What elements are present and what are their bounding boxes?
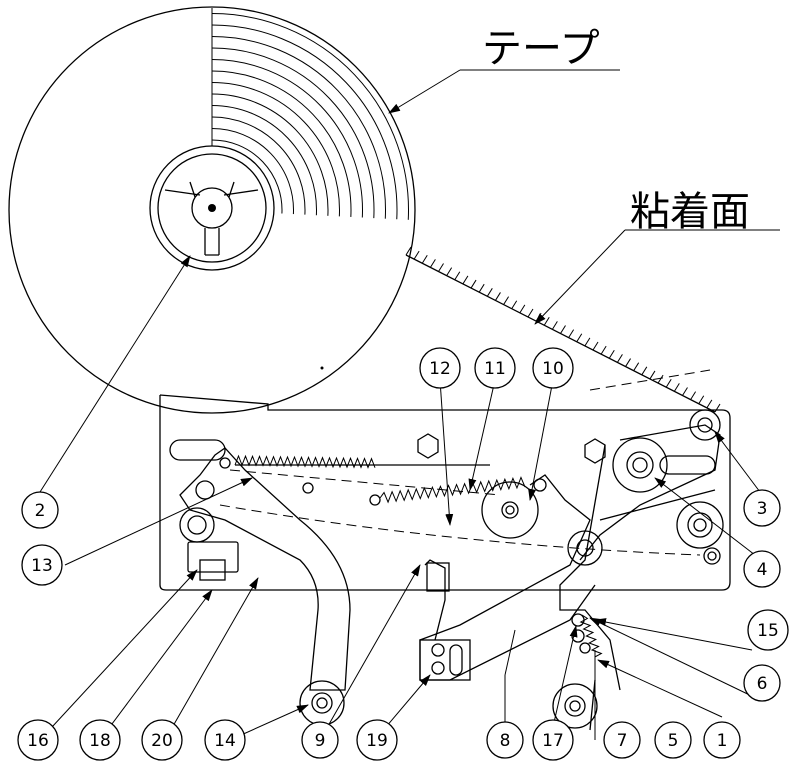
balloon-19: 19	[356, 719, 398, 761]
balloon-13: 13	[21, 544, 63, 586]
balloon-15: 15	[747, 609, 789, 651]
label-tape: テープ	[482, 26, 600, 72]
tension-spring	[369, 476, 526, 506]
cutter-blade	[234, 454, 490, 469]
balloon-label: 4	[757, 560, 768, 580]
balloon-label: 6	[757, 674, 768, 694]
balloon-7: 7	[603, 721, 641, 759]
balloon-5: 5	[654, 721, 692, 759]
balloon-label: 14	[214, 731, 236, 751]
balloon-label: 18	[89, 731, 111, 751]
balloon-9: 9	[301, 721, 339, 759]
adhesive-surface	[405, 246, 721, 413]
balloon-label: 3	[757, 499, 768, 519]
balloon-14: 14	[204, 719, 246, 761]
right-mechanism	[552, 409, 724, 731]
balloon-label: 16	[27, 731, 49, 751]
base-plate	[159, 394, 731, 591]
balloon-label: 8	[500, 731, 511, 751]
balloon-label: 10	[542, 359, 564, 379]
tape-roll	[8, 6, 416, 414]
label-adhesive-surface: 粘着面	[630, 189, 750, 235]
balloon-18: 18	[79, 719, 121, 761]
balloon-6: 6	[743, 664, 781, 702]
balloon-label: 1	[717, 731, 728, 751]
balloon-label: 5	[668, 731, 679, 751]
balloon-8: 8	[486, 721, 524, 759]
balloon-label: 7	[617, 731, 628, 751]
balloon-11: 11	[474, 347, 516, 389]
balloon-16: 16	[17, 719, 59, 761]
balloon-label: 17	[542, 731, 564, 751]
balloon-12: 12	[419, 347, 461, 389]
balloon-label: 11	[484, 359, 506, 379]
center-roller	[481, 481, 539, 539]
balloon-label: 20	[151, 731, 173, 751]
tape-path-dashed	[219, 369, 711, 556]
balloon-2: 2	[21, 491, 59, 529]
balloon-label: 2	[35, 501, 46, 521]
balloon-label: 12	[429, 359, 451, 379]
balloon-4: 4	[743, 550, 781, 588]
balloon-label: 13	[31, 556, 53, 576]
balloon-10: 10	[532, 347, 574, 389]
balloon-1: 1	[703, 721, 741, 759]
balloon-label: 15	[757, 621, 779, 641]
leader-lines	[39, 69, 780, 741]
right-arm	[419, 474, 596, 681]
balloon-label: 9	[315, 731, 326, 751]
balloon-label: 19	[366, 731, 388, 751]
left-lever	[179, 447, 351, 726]
balloon-20: 20	[141, 719, 183, 761]
balloon-17: 17	[532, 719, 574, 761]
tape-winding-arcs	[211, 8, 409, 220]
balloon-3: 3	[743, 489, 781, 527]
